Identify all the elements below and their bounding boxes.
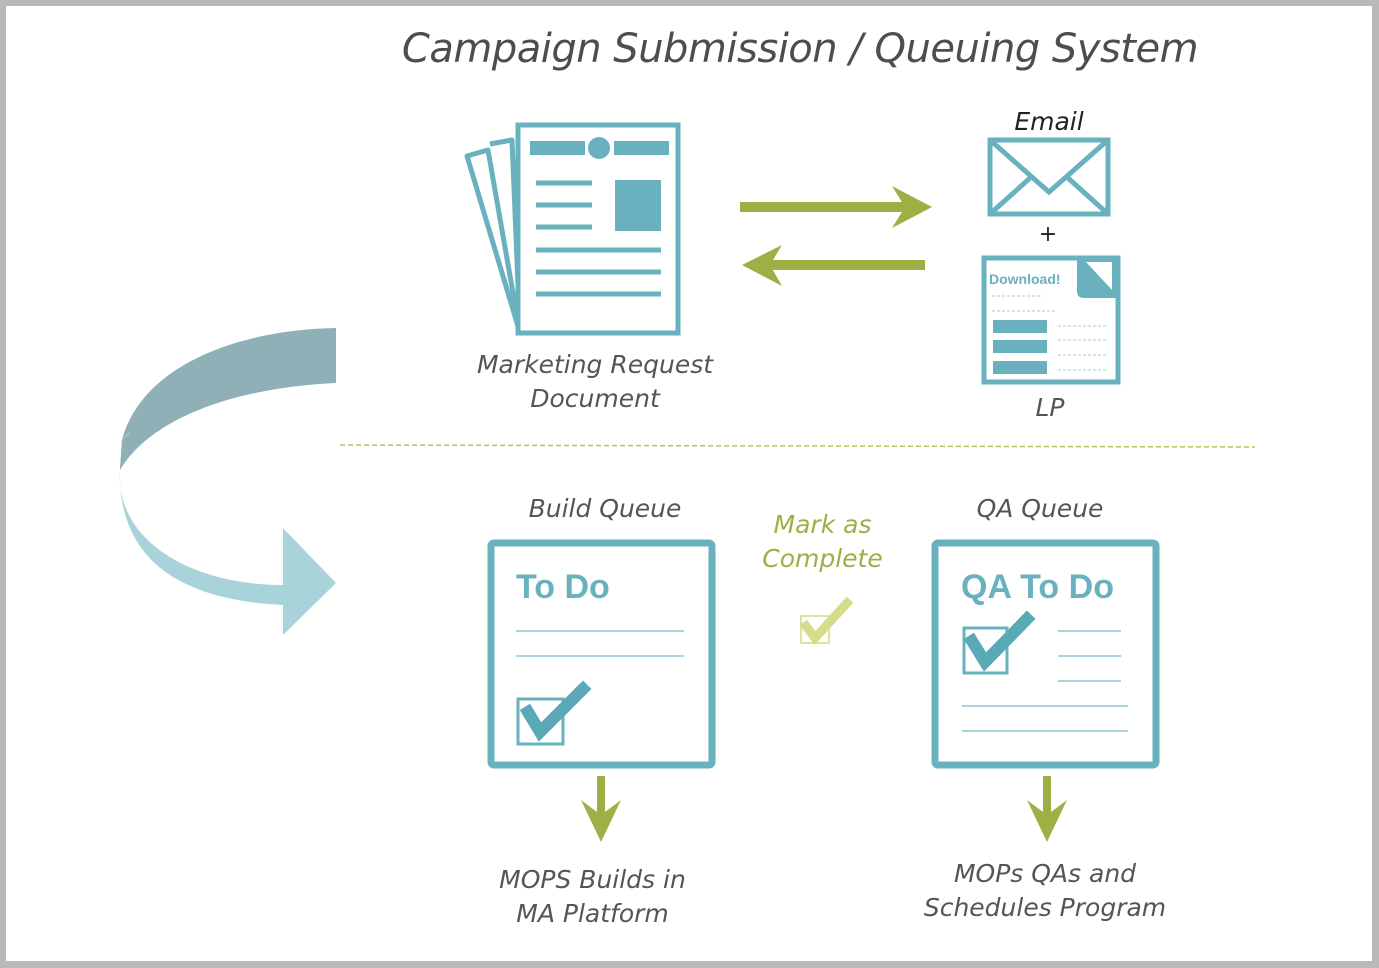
- plus-sign: +: [1038, 222, 1058, 247]
- qa-todo-card-icon: [931, 539, 1160, 769]
- document-label-line1: Marketing Request: [476, 350, 714, 379]
- page-title: Campaign Submission / Queuing System: [401, 26, 1199, 72]
- diagram-canvas: [6, 6, 1372, 961]
- mark-complete-line1: Mark as: [773, 510, 872, 539]
- mark-complete-line2: Complete: [762, 544, 883, 573]
- qa-card-title: QA To Do: [961, 568, 1114, 606]
- document-stack-icon: [464, 122, 681, 336]
- landing-page-icon: [981, 255, 1121, 385]
- qa-queue-label: QA Queue: [976, 494, 1104, 523]
- qa-result-line2: Schedules Program: [923, 893, 1167, 922]
- arrow-down-qa-icon: [1027, 776, 1067, 842]
- build-result-line1: MOPS Builds in: [499, 865, 686, 894]
- document-label-line2: Document: [530, 384, 660, 413]
- envelope-icon: [987, 137, 1111, 217]
- checkbox-check-icon: [799, 596, 854, 646]
- build-result-line2: MA Platform: [516, 899, 669, 928]
- todo-card-icon: [487, 539, 716, 769]
- arrow-down-build-icon: [581, 776, 621, 842]
- build-card-title: To Do: [516, 568, 610, 606]
- lp-label: LP: [1035, 393, 1065, 422]
- landing-page-download-text: Download!: [989, 271, 1061, 287]
- arrow-left-icon: [742, 245, 925, 286]
- arrow-right-icon: [740, 186, 932, 228]
- section-divider: [339, 444, 1256, 448]
- qa-result-line1: MOPs QAs and: [953, 859, 1137, 888]
- curved-flow-arrow-icon: [119, 328, 336, 635]
- email-label: Email: [1014, 107, 1084, 136]
- build-queue-label: Build Queue: [528, 494, 682, 523]
